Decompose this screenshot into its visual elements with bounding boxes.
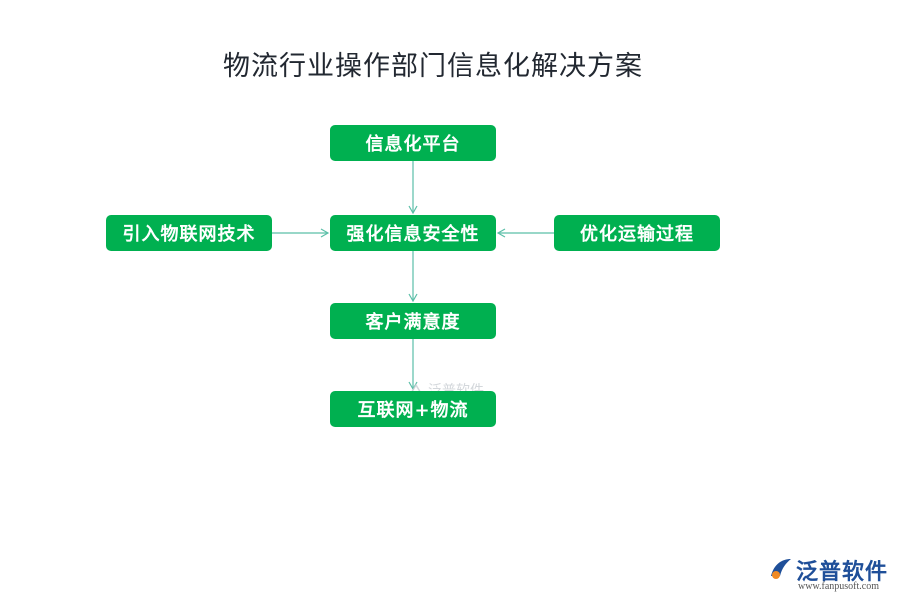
brand-logo-icon [771, 559, 791, 579]
node-customer-satisfaction: 客户满意度 [330, 303, 496, 339]
node-iot-tech: 引入物联网技术 [106, 215, 272, 251]
brand-url: www.fanpusoft.com [798, 581, 880, 592]
node-optimize-transport: 优化运输过程 [554, 215, 720, 251]
node-info-security: 强化信息安全性 [330, 215, 496, 251]
node-info-platform: 信息化平台 [330, 125, 496, 161]
brand-logo: 泛普软件 www.fanpusoft.com [768, 554, 894, 594]
diagram-title: 物流行业操作部门信息化解决方案 [223, 51, 643, 82]
node-internet-logistics: 互联网+物流 [330, 391, 496, 427]
brand-name: 泛普软件 [796, 560, 889, 585]
